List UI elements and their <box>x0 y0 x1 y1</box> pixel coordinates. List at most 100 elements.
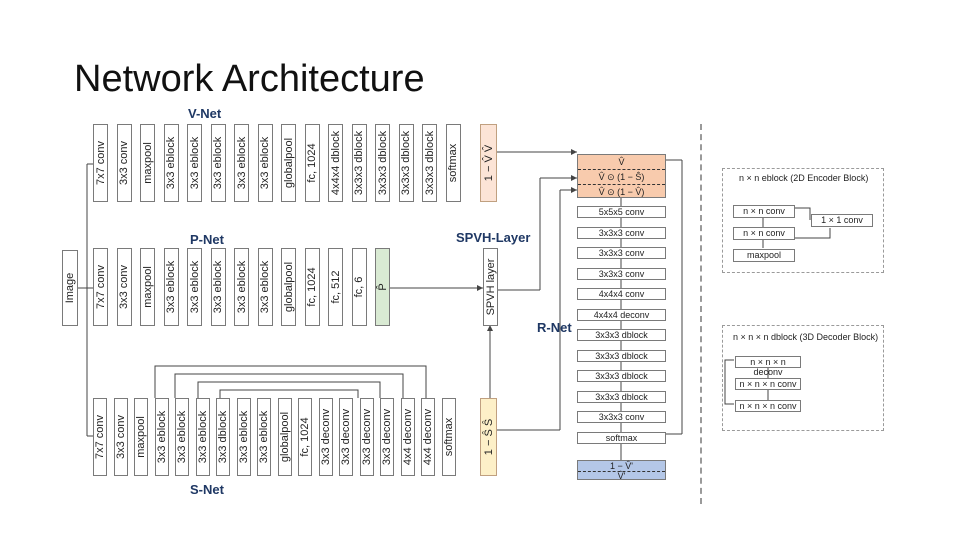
vnet-layer-label: 3x3 conv <box>118 140 130 186</box>
rnet-block: 3x3x3 conv <box>577 267 666 280</box>
vnet-layer-label: 3x3 eblock <box>212 136 224 190</box>
vnet-layer: 1 − V̂ V̂ <box>480 124 497 202</box>
snet-layer: 3x3 deconv <box>380 398 394 476</box>
decoder-conv-2: n × n × n conv <box>735 400 801 412</box>
vnet-layer-label: 3x3 eblock <box>188 136 201 190</box>
snet-layer: 4x4 deconv <box>421 398 435 476</box>
snet-layer-label: 3x3 deconv <box>381 408 393 466</box>
slide-title: Network Architecture <box>74 58 425 100</box>
vnet-layer-label: 3x3x3 dblock <box>353 130 365 196</box>
rnet-footer-line-2: V̂' <box>617 471 626 481</box>
snet-layer: 3x3 eblock <box>154 398 169 476</box>
vnet-layer-label: 3x3 eblock <box>259 136 271 190</box>
snet-layer-label: 3x3 deconv <box>360 408 373 466</box>
encoder-block-panel: n × n eblock (2D Encoder Block) n × n co… <box>722 168 884 273</box>
snet-layer-label: 3x3 eblock <box>176 410 188 464</box>
vnet-layer-label: 3x3x3 dblock <box>400 130 412 196</box>
vnet-layer-label: 3x3 eblock <box>165 136 177 190</box>
vnet-layer-label: 3x3x3 dblock <box>423 130 436 196</box>
snet-layer: 3x3 eblock <box>175 398 189 476</box>
encoder-maxpool: maxpool <box>733 249 795 262</box>
vnet-layer: softmax <box>445 124 461 202</box>
pnet-layer-label: fc, 6 <box>353 276 365 298</box>
vnet-layer-label: softmax <box>447 143 459 183</box>
vnet-layer: 3x3x3 dblock <box>398 124 414 202</box>
pnet-layer-label: 3x3 eblock <box>165 260 177 314</box>
pnet-layer-label: 3x3 eblock <box>235 260 248 314</box>
pnet-layer-label: maxpool <box>141 266 154 308</box>
vnet-layer: 4x4x4 dblock <box>328 124 343 202</box>
rnet-block: 5x5x5 conv <box>577 206 666 218</box>
snet-layer-label: 3x3 eblock <box>155 410 168 464</box>
vnet-layer: fc, 1024 <box>304 124 320 202</box>
snet-layer: 4x4 deconv <box>400 398 415 476</box>
vnet-layer: 3x3 conv <box>116 124 132 202</box>
vnet-layer: 7x7 conv <box>93 124 108 202</box>
rnet-header-line-2: V̂ ⊙ (1 − Ŝ) <box>578 170 665 185</box>
snet-layer-label: 3x3 eblock <box>237 410 250 464</box>
rnet-block: 3x3x3 conv <box>577 247 666 259</box>
vnet-layer-label: 1 − V̂ V̂ <box>482 144 495 182</box>
spvh-label: SPVH-Layer <box>456 230 531 245</box>
vnet-layer-label: 3x3 eblock <box>235 136 248 190</box>
snet-layer: 3x3 dblock <box>216 398 230 476</box>
snet-layer-label: 3x3 deconv <box>319 408 332 466</box>
snet-layer-label: 3x3 dblock <box>217 410 229 464</box>
snet-layer: 3x3 eblock <box>195 398 210 476</box>
pnet-layer: fc, 512 <box>328 248 343 326</box>
rnet-block: 3x3x3 dblock <box>577 390 666 403</box>
snet-layer-label: 4x4 deconv <box>422 408 434 466</box>
pnet-layer-label: globalpool <box>282 261 295 313</box>
pnet-layer-label: fc, 1024 <box>306 267 318 307</box>
encoder-conv-2: n × n conv <box>733 227 795 240</box>
snet-layer: 1 − Ŝ Ŝ <box>480 398 497 476</box>
vnet-layer: 3x3x3 dblock <box>422 124 437 202</box>
vnet-layer-label: 4x4x4 dblock <box>329 130 342 196</box>
divider-line <box>700 124 702 504</box>
pnet-layer-label: SPVH layer <box>484 258 497 316</box>
vnet-layer: 3x3x3 dblock <box>375 124 390 202</box>
snet-layer: 3x3 deconv <box>359 398 374 476</box>
pnet-layer-label: 7x7 conv <box>94 264 107 310</box>
rnet-block: 3x3x3 conv <box>577 411 666 423</box>
pnet-layer-label: 3x3 eblock <box>212 260 224 314</box>
vnet-layer: 3x3 eblock <box>257 124 273 202</box>
snet-layer-label: softmax <box>442 417 455 457</box>
vnet-layer: maxpool <box>140 124 155 202</box>
rnet-block: softmax <box>577 431 666 444</box>
pnet-layer: 3x3 conv <box>116 248 132 326</box>
snet-layer-label: 3x3 deconv <box>340 408 352 466</box>
decoder-block-panel: n × n × n dblock (3D Decoder Block) n × … <box>722 325 884 431</box>
pnet-layer: 3x3 eblock <box>210 248 226 326</box>
rnet-block: 4x4x4 deconv <box>577 308 666 321</box>
snet-layer-label: 3x3 conv <box>114 414 127 460</box>
rnet-footer-line-1: 1 − V̂' <box>578 461 665 472</box>
encoder-1x1-conv: 1 × 1 conv <box>811 214 873 227</box>
vnet-layer-label: fc, 1024 <box>306 143 318 183</box>
pnet-layer: maxpool <box>140 248 155 326</box>
pnet-layer: 3x3 eblock <box>234 248 249 326</box>
pnet-layer: SPVH layer <box>483 248 498 326</box>
vnet-layer: globalpool <box>281 124 296 202</box>
pnet-layer-label: 3x3 eblock <box>259 260 271 314</box>
vnet-layer: 3x3 eblock <box>210 124 226 202</box>
snet-layer: fc, 1024 <box>298 398 312 476</box>
vnet-layer: 3x3 eblock <box>234 124 249 202</box>
pnet-layer-label: fc, 512 <box>329 270 342 304</box>
snet-layer: 3x3 conv <box>113 398 128 476</box>
snet-layer: maxpool <box>134 398 148 476</box>
snet-layer: 3x3 eblock <box>236 398 251 476</box>
decoder-deconv: n × n × n deconv <box>735 356 801 377</box>
vnet-layer: 3x3 eblock <box>163 124 179 202</box>
snet-layer-label: 4x4 deconv <box>401 408 414 466</box>
snet-label: S-Net <box>190 482 224 497</box>
pnet-layer-label: 3x3 conv <box>118 264 130 310</box>
pnet-layer: P̂ <box>375 248 390 326</box>
rnet-header-line-1: V̂ <box>578 155 665 170</box>
rnet-header-line-3: V̂ ⊙ (1 − V̂) <box>598 187 645 197</box>
vnet-layer-label: 3x3x3 dblock <box>376 130 389 196</box>
rnet-block: 3x3x3 dblock <box>577 329 666 341</box>
decoder-panel-title: n × n × n dblock (3D Decoder Block) <box>733 332 879 342</box>
snet-layer: 3x3 deconv <box>318 398 333 476</box>
